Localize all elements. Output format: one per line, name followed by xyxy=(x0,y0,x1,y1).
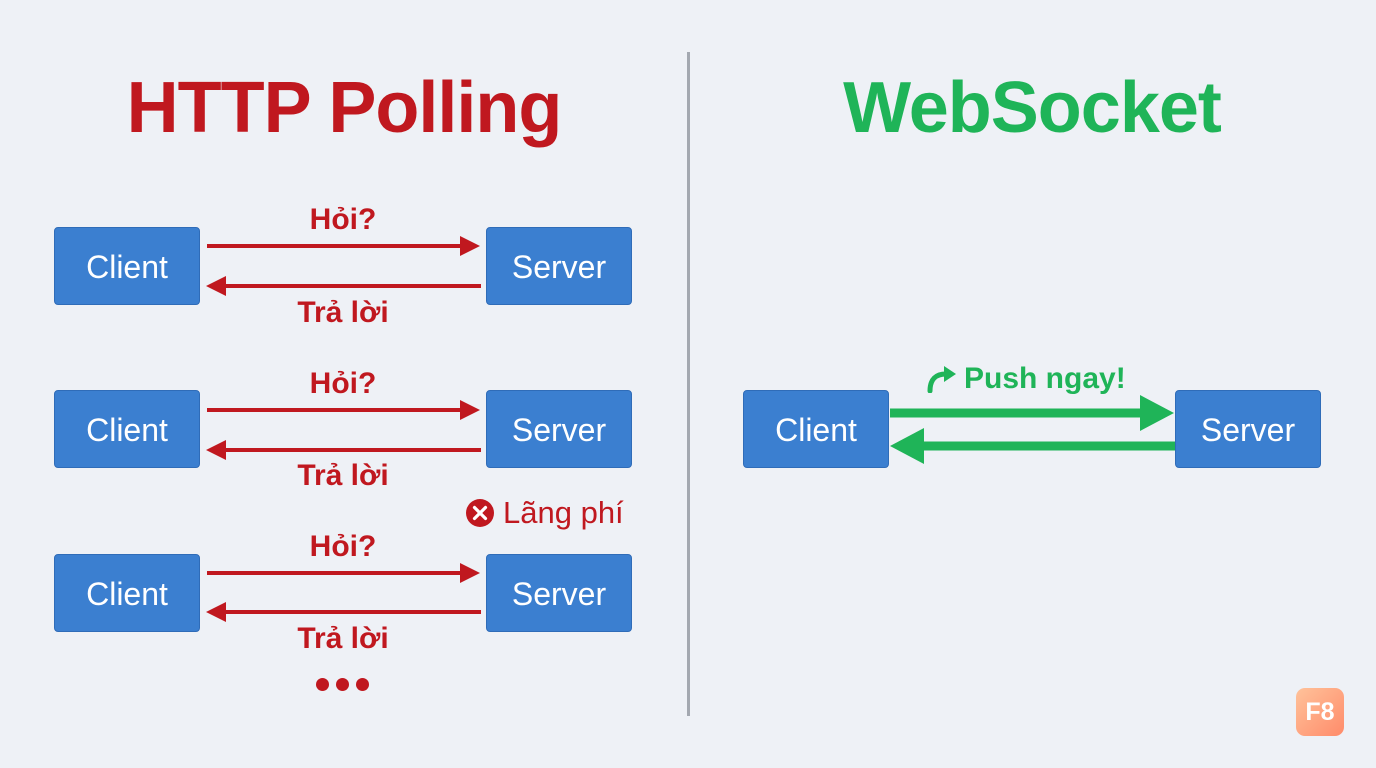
dot-2 xyxy=(336,678,349,691)
push-annotation: Push ngay! xyxy=(926,360,1126,398)
panel-divider xyxy=(687,52,690,716)
websocket-client-node: Client xyxy=(743,390,889,468)
client-node-3: Client xyxy=(54,554,200,632)
x-circle-icon xyxy=(466,499,494,527)
request-label-3: Hỏi? xyxy=(309,530,377,563)
f8-logo: F8 xyxy=(1296,688,1344,736)
dot-1 xyxy=(316,678,329,691)
websocket-arrows xyxy=(890,395,1176,464)
client-node-2: Client xyxy=(54,390,200,468)
polling-exchange-3-arrows xyxy=(206,563,481,622)
websocket-title: WebSocket xyxy=(843,68,1222,148)
request-arrowhead-3 xyxy=(460,563,480,583)
response-arrowhead-3 xyxy=(206,602,226,622)
push-label: Push ngay! xyxy=(964,362,1126,395)
request-label-1: Hỏi? xyxy=(309,203,377,236)
response-label-1: Trả lời xyxy=(297,296,389,329)
response-label-3: Trả lời xyxy=(297,622,389,655)
waste-annotation: Lãng phí xyxy=(465,494,624,532)
request-arrowhead-1 xyxy=(460,236,480,256)
http-polling-title: HTTP Polling xyxy=(126,68,563,148)
server-node-1: Server xyxy=(486,227,632,305)
server-node-2: Server xyxy=(486,390,632,468)
request-arrowhead-2 xyxy=(460,400,480,420)
polling-exchange-1-arrows xyxy=(206,236,481,296)
curved-arrow-icon xyxy=(927,366,956,393)
websocket-server-node: Server xyxy=(1175,390,1321,468)
push-arrowhead xyxy=(1140,395,1174,431)
polling-exchange-2-arrows xyxy=(206,400,481,460)
dot-3 xyxy=(356,678,369,691)
response-arrowhead-1 xyxy=(206,276,226,296)
server-node-3: Server xyxy=(486,554,632,632)
ellipsis-dots xyxy=(316,678,376,694)
client-node-1: Client xyxy=(54,227,200,305)
response-label-2: Trả lời xyxy=(297,459,389,492)
request-label-2: Hỏi? xyxy=(309,367,377,400)
return-arrowhead xyxy=(890,428,924,464)
response-arrowhead-2 xyxy=(206,440,226,460)
waste-label: Lãng phí xyxy=(503,495,624,530)
